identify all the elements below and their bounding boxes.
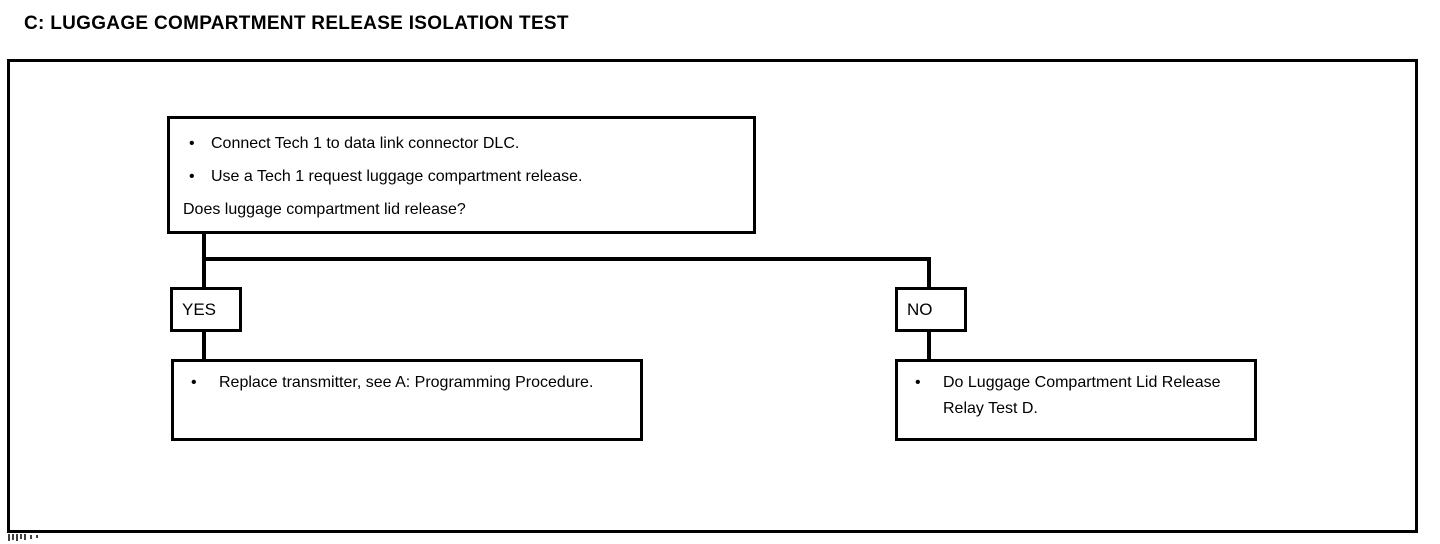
decision-bullet-2: • Use a Tech 1 request luggage compartme… — [175, 160, 750, 193]
scan-artifact — [12, 534, 14, 540]
action-box-yes-text: • Replace transmitter, see A: Programmin… — [179, 370, 639, 396]
branch-label-yes: YES — [170, 287, 242, 332]
action-yes-bullet-1: • Replace transmitter, see A: Programmin… — [179, 370, 639, 396]
branch-label-no-text: NO — [907, 299, 933, 319]
scan-artifact — [36, 535, 38, 538]
decision-bullet-2-label: Use a Tech 1 request luggage compartment… — [211, 168, 583, 185]
action-box-no-text: • Do Luggage Compartment Lid Release Rel… — [903, 370, 1253, 422]
page-title: C: LUGGAGE COMPARTMENT RELEASE ISOLATION… — [24, 13, 569, 34]
action-yes-bullet-1-label: Replace transmitter, see A: Programming … — [219, 374, 594, 391]
scan-artifact — [16, 534, 18, 541]
decision-bullet-1-label: Connect Tech 1 to data link connector DL… — [211, 135, 520, 152]
connector-yes-to-action — [202, 330, 206, 361]
action-box-no — [895, 359, 1257, 441]
connector-no-to-action — [927, 330, 931, 361]
bullet-icon: • — [191, 374, 197, 391]
scan-artifact — [24, 534, 26, 540]
connector-horizontal-bus — [202, 257, 931, 261]
bullet-icon: • — [915, 374, 921, 391]
connector-decision-down — [202, 234, 206, 261]
decision-box — [167, 116, 756, 234]
scan-artifact — [20, 534, 22, 539]
branch-label-yes-text: YES — [182, 299, 217, 319]
action-box-yes — [171, 359, 643, 441]
action-no-bullet-1-label: Do Luggage Compartment Lid Release Relay… — [943, 374, 1221, 417]
decision-box-text: • Connect Tech 1 to data link connector … — [175, 127, 750, 226]
action-no-bullet-1: • Do Luggage Compartment Lid Release Rel… — [903, 370, 1253, 422]
connector-bus-to-yes — [202, 257, 206, 289]
branch-label-no: NO — [895, 287, 967, 332]
scan-artifact — [8, 534, 10, 541]
scan-artifact — [30, 535, 32, 539]
bullet-icon: • — [189, 168, 195, 185]
bullet-icon: • — [189, 135, 195, 152]
decision-bullet-1: • Connect Tech 1 to data link connector … — [175, 127, 750, 160]
decision-question: Does luggage compartment lid release? — [183, 201, 466, 218]
connector-bus-to-no — [927, 257, 931, 289]
